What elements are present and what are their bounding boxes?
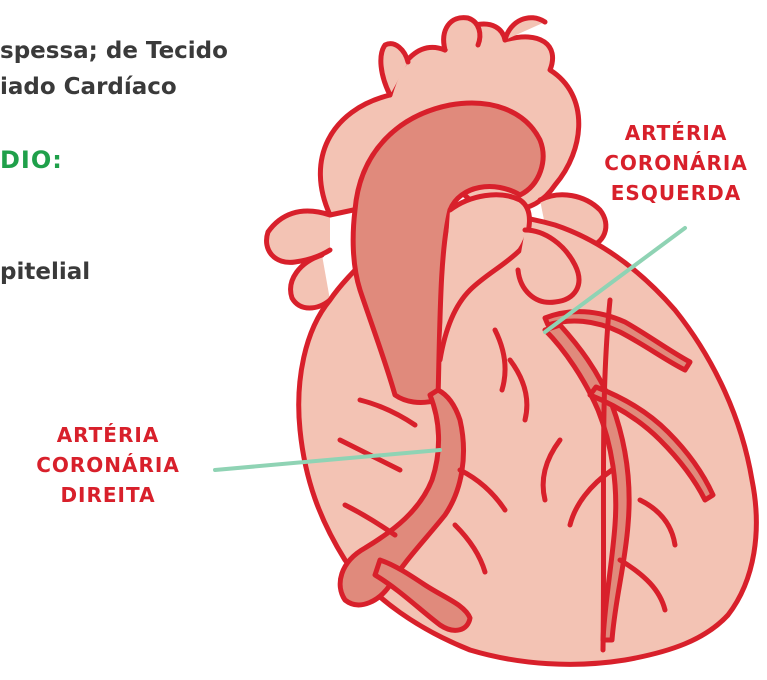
label-right-coronary-line1: ARTÉRIA [8, 420, 208, 450]
label-left-coronary-line2: CORONÁRIA [585, 148, 767, 178]
label-left-coronary-line3: ESQUERDA [585, 178, 767, 208]
label-right-coronary-line2: CORONÁRIA [8, 450, 208, 480]
vessel-branch-2 [444, 18, 480, 50]
label-right-coronary-artery: ARTÉRIA CORONÁRIA DIREITA [8, 420, 208, 510]
label-left-coronary-artery: ARTÉRIA CORONÁRIA ESQUERDA [585, 118, 767, 208]
label-left-coronary-line1: ARTÉRIA [585, 118, 767, 148]
label-right-coronary-line3: DIREITA [8, 480, 208, 510]
